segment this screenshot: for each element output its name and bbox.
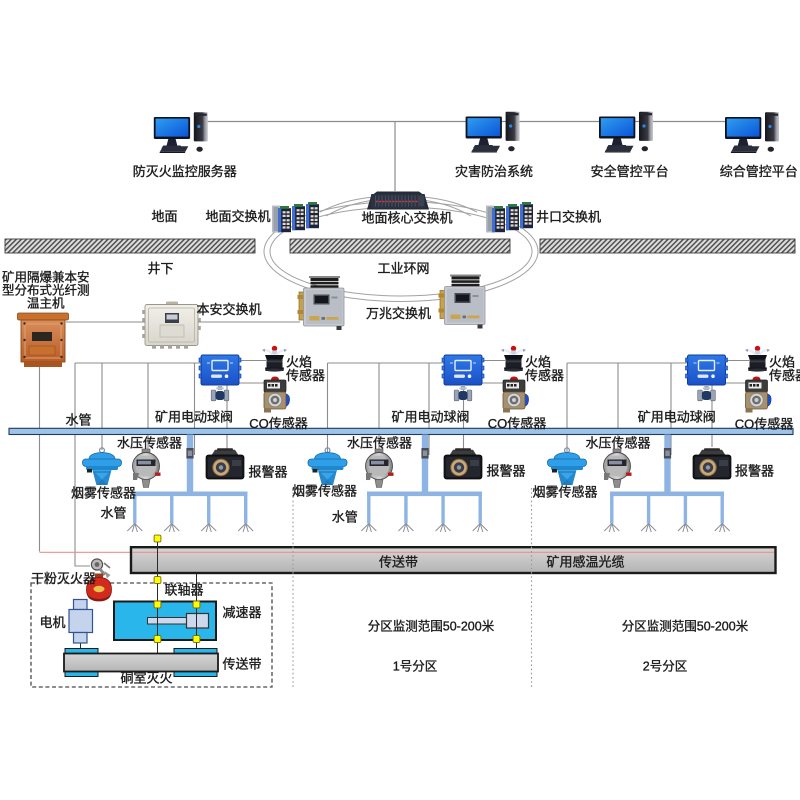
svg-text:分区监测范围50-200米: 分区监测范围50-200米 — [622, 620, 749, 634]
svg-text:工业环网: 工业环网 — [377, 261, 429, 276]
svg-text:矿用隔爆兼本安: 矿用隔爆兼本安 — [2, 270, 90, 285]
svg-text:矿用电动球阀: 矿用电动球阀 — [391, 410, 469, 425]
svg-text:传感器: 传感器 — [286, 368, 325, 383]
svg-text:分区监测范围50-200米: 分区监测范围50-200米 — [368, 620, 495, 634]
svg-text:传送带: 传送带 — [379, 555, 418, 570]
svg-text:井口交换机: 井口交换机 — [536, 210, 601, 225]
svg-text:温主机: 温主机 — [27, 297, 65, 311]
svg-text:干粉灭火器: 干粉灭火器 — [31, 571, 96, 586]
svg-text:水压传感器: 水压传感器 — [347, 436, 412, 451]
svg-text:地面核心交换机: 地面核心交换机 — [361, 211, 452, 226]
svg-text:火焰: 火焰 — [769, 355, 795, 370]
svg-text:传感器: 传感器 — [525, 368, 564, 383]
svg-text:硐室灭火: 硐室灭火 — [120, 671, 172, 686]
svg-text:安全管控平台: 安全管控平台 — [591, 164, 669, 179]
svg-text:CO传感器: CO传感器 — [488, 416, 547, 431]
svg-text:井下: 井下 — [147, 261, 173, 276]
svg-text:综合管控平台: 综合管控平台 — [720, 164, 798, 179]
svg-text:防灭火监控服务器: 防灭火监控服务器 — [133, 164, 237, 179]
svg-text:矿用电动球阀: 矿用电动球阀 — [638, 410, 716, 425]
svg-text:报警器: 报警器 — [735, 464, 774, 479]
svg-text:1号分区: 1号分区 — [393, 660, 437, 674]
svg-text:报警器: 报警器 — [248, 465, 287, 480]
svg-text:烟雾传感器: 烟雾传感器 — [292, 484, 357, 499]
svg-text:水管: 水管 — [100, 506, 126, 521]
svg-text:灾害防治系统: 灾害防治系统 — [455, 164, 533, 179]
svg-text:万兆交换机: 万兆交换机 — [366, 306, 431, 321]
svg-text:报警器: 报警器 — [486, 464, 525, 479]
svg-text:火焰: 火焰 — [286, 355, 312, 370]
svg-text:烟雾传感器: 烟雾传感器 — [532, 485, 597, 500]
svg-text:矿用感温光缆: 矿用感温光缆 — [546, 555, 624, 570]
svg-text:联轴器: 联轴器 — [164, 583, 203, 598]
svg-text:矿用电动球阀: 矿用电动球阀 — [155, 410, 233, 425]
svg-text:火焰: 火焰 — [525, 355, 551, 370]
svg-text:地面: 地面 — [151, 209, 177, 224]
svg-text:传送带: 传送带 — [222, 657, 261, 672]
svg-text:烟雾传感器: 烟雾传感器 — [71, 486, 136, 501]
svg-text:地面交换机: 地面交换机 — [205, 209, 270, 224]
svg-text:水压传感器: 水压传感器 — [585, 436, 650, 451]
svg-text:2号分区: 2号分区 — [643, 660, 687, 674]
svg-text:型分布式光纤测: 型分布式光纤测 — [2, 284, 90, 298]
svg-text:本安交换机: 本安交换机 — [196, 302, 261, 317]
svg-text:水管: 水管 — [65, 413, 91, 428]
svg-text:CO传感器: CO传感器 — [735, 417, 794, 432]
svg-text:CO传感器: CO传感器 — [249, 416, 308, 431]
svg-text:水压传感器: 水压传感器 — [117, 436, 182, 451]
svg-text:传感器: 传感器 — [769, 368, 800, 383]
svg-text:水管: 水管 — [332, 510, 358, 525]
svg-text:电机: 电机 — [39, 615, 65, 630]
svg-text:减速器: 减速器 — [222, 605, 261, 620]
